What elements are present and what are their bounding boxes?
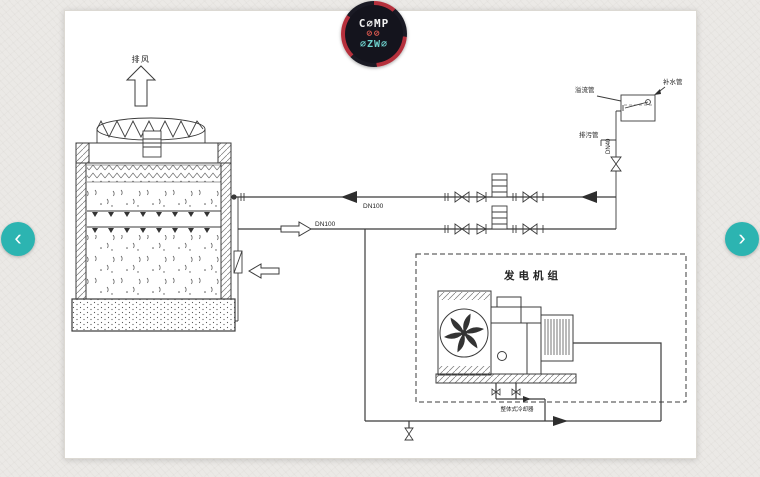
spray-pipes	[87, 210, 221, 228]
next-slide-button[interactable]: ›	[725, 222, 759, 256]
makeup-dn-label: DN40	[606, 138, 612, 154]
flow-arrow-right-hollow-icon	[280, 221, 312, 237]
dn100-upper-label: DN100	[363, 203, 384, 210]
overflow-pipe-label: 溢流管	[575, 85, 595, 94]
blowdown-pipe-label: 排污管	[579, 130, 599, 139]
generator-enclosure	[415, 253, 687, 403]
flow-arrow-small-icon	[523, 396, 531, 402]
spray-nozzles	[92, 212, 210, 233]
radiator-fan	[439, 308, 489, 358]
logo-inner: C∅MP ⊘⊘ ∅ZW∅	[345, 5, 403, 63]
branch-valves	[491, 388, 521, 396]
flow-arrow-bottom-icon	[553, 416, 568, 426]
generator-set-label: 发电机组	[503, 269, 562, 282]
slide-canvas: 排风	[64, 10, 697, 459]
makeup-water-assembly: DN40 溢流管 补水管 排污管	[575, 77, 683, 229]
logo-line-3: ∅ZW∅	[359, 39, 389, 51]
pump-valve-assembly-upper	[444, 173, 544, 203]
exhaust-air-label: 排风	[132, 54, 151, 64]
exhaust-arrow-icon	[125, 65, 157, 107]
hvac-schematic: 排风	[71, 54, 687, 441]
logo-line-1: C∅MP	[358, 16, 390, 30]
engine-block	[490, 306, 542, 375]
rain-zone	[87, 235, 221, 297]
flow-arrow-left2-icon	[581, 191, 597, 203]
radiator-fan-blades	[443, 312, 485, 354]
alternator-grille	[544, 319, 570, 355]
logo-line-2: ⊘⊘	[366, 28, 382, 39]
base-frame	[435, 373, 577, 384]
tower-wall-right	[220, 162, 232, 300]
logo-badge: C∅MP ⊘⊘ ∅ZW∅	[341, 1, 407, 67]
makeup-valve-icon	[610, 156, 622, 165]
tower-basin	[71, 298, 236, 332]
flow-arrow-tower-hollow-icon	[248, 263, 280, 279]
generator-branch-pipes	[495, 383, 546, 421]
generator-unit: 发电机组	[415, 253, 687, 413]
float-valve-icon	[645, 99, 651, 105]
pump-valve-assembly-lower	[444, 205, 544, 235]
prev-slide-button[interactable]: ‹	[1, 222, 35, 256]
dn100-lower-label: DN100	[315, 221, 336, 228]
makeup-pipe-label: 补水管	[663, 77, 683, 86]
tower-fan	[96, 117, 206, 158]
cooling-tower: 排风	[71, 54, 236, 332]
drift-eliminator	[87, 165, 221, 182]
engine-gauge-icon	[497, 351, 507, 361]
standpipe	[231, 193, 245, 322]
right-riser	[573, 342, 662, 421]
drain-valve-icon	[404, 427, 414, 441]
cooler-note-label: 整体式冷却器	[500, 405, 534, 413]
flow-arrow-left-icon	[341, 191, 357, 203]
tower-wall-left	[75, 162, 87, 300]
alternator	[540, 314, 574, 362]
